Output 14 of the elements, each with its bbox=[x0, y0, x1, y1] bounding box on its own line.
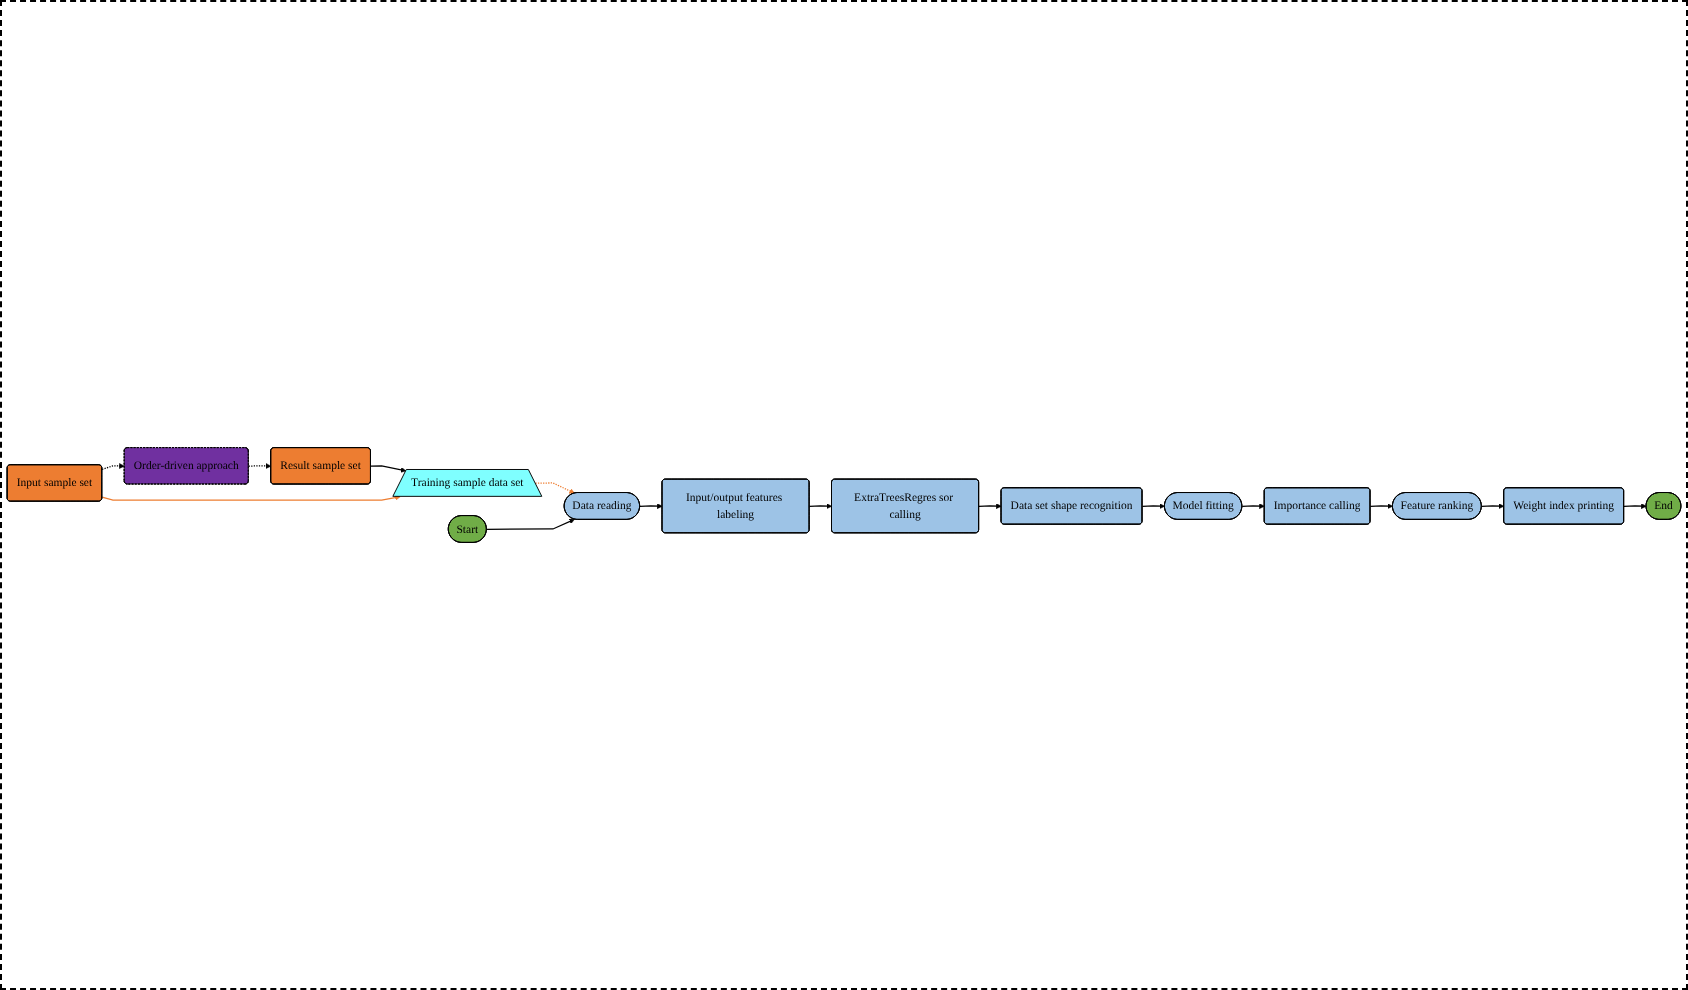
arrow bbox=[978, 503, 1002, 509]
arrow bbox=[1623, 503, 1647, 509]
arrow bbox=[101, 494, 401, 501]
arrow bbox=[1141, 503, 1165, 509]
arrow bbox=[534, 482, 575, 494]
arrow bbox=[808, 503, 833, 509]
arrow bbox=[639, 503, 663, 509]
arrow bbox=[1480, 503, 1505, 509]
arrow bbox=[1369, 503, 1393, 509]
arrow bbox=[101, 463, 125, 471]
arrow bbox=[248, 463, 272, 469]
arrow bbox=[370, 465, 407, 473]
arrow bbox=[486, 518, 575, 530]
arrow bbox=[1241, 503, 1265, 509]
